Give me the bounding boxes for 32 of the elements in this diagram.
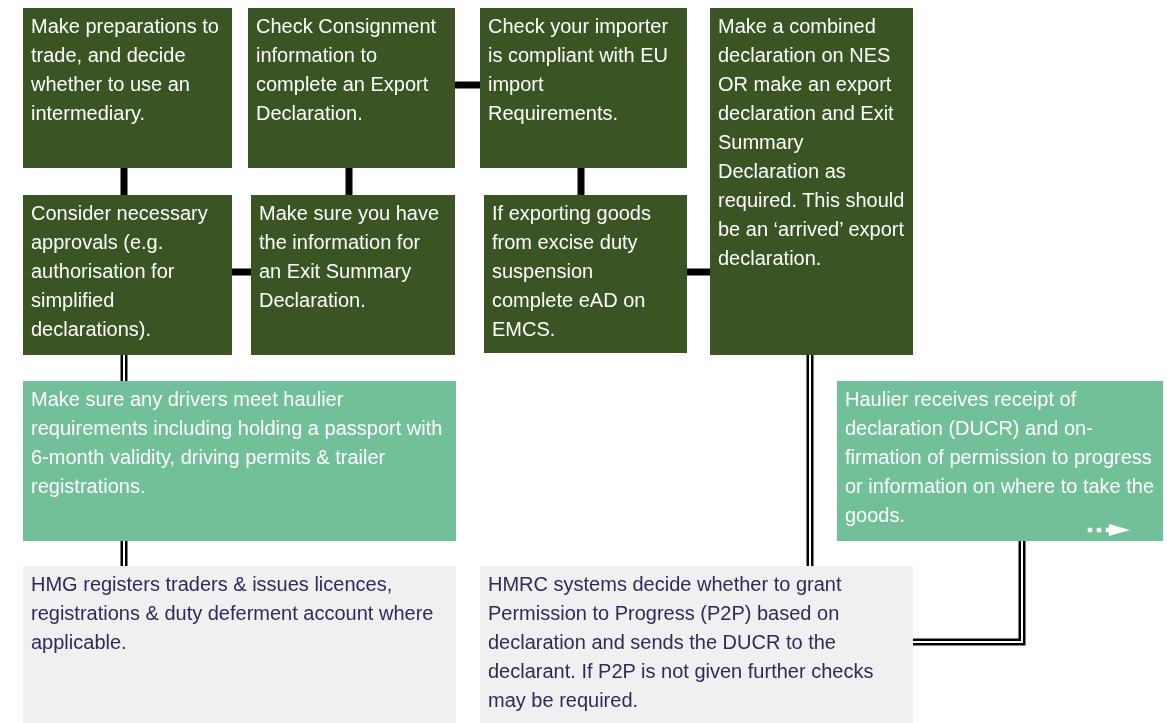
connector-line	[120, 168, 128, 195]
step-text: If exporting goods from excise duty suspension complete eAD on EMCS.	[492, 201, 652, 342]
process-box	[23, 195, 232, 355]
step-text: HMG registers traders & issues licences, registrations & duty deferment account where applicable.	[31, 572, 435, 655]
double-connector-line	[120, 540, 128, 567]
double-connector-line	[120, 354, 128, 382]
step-text: Make sure you have the information for an Exit Summary Declaration.	[259, 201, 441, 313]
process-box	[23, 381, 456, 541]
double-connector-line	[806, 354, 814, 567]
process-box	[251, 195, 455, 355]
step-text: Make a combined declaration on NES OR make an export declaration and Exit Summary Declaration as required. This should be an ‘arrived’ export declaration.	[718, 14, 905, 271]
connector-line	[232, 268, 251, 276]
process-box	[248, 8, 455, 168]
double-connector-line	[912, 540, 1026, 646]
step-text: Check your importer is compliant with EU import Requirements.	[488, 14, 670, 126]
connector-line	[577, 168, 585, 195]
process-box	[480, 566, 913, 723]
step-text: Consider necessary approvals (e.g. authorisation for simplified declarations).	[31, 201, 209, 342]
step-text: Make preparations to trade, and decide whether to use an intermediary.	[31, 14, 220, 126]
process-box	[23, 566, 456, 723]
connector-line	[687, 268, 710, 276]
process-box	[23, 8, 232, 168]
process-box	[484, 195, 687, 353]
process-box	[710, 8, 913, 355]
connector-line	[455, 81, 480, 89]
step-text: HMRC systems decide whether to grant Permission to Progress (P2P) based on declaration and sends the DUCR to the declarant. If P2P is not given further checks may be required.	[488, 572, 875, 713]
step-text: Make sure any drivers meet haulier requirements including holding a passport with 6-month validity, driving permits & trailer registrations.	[31, 387, 444, 499]
process-box	[480, 8, 687, 168]
step-text: Check Consignment information to complete an Export Declaration.	[256, 14, 438, 126]
connector-line	[345, 168, 353, 195]
process-box	[837, 381, 1163, 541]
step-text: Haulier receives receipt of declaration (DUCR) and on-firmation of permission to progress or information on where to take the goods.	[845, 387, 1155, 528]
